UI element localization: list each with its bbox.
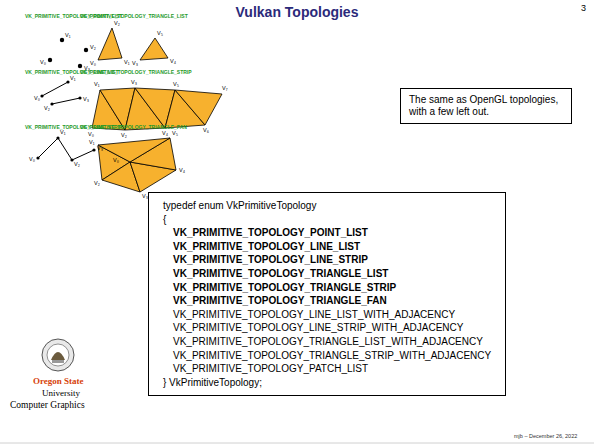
- logo-text: Computer Graphics: [10, 401, 85, 411]
- vertex-label: V₀: [113, 158, 119, 164]
- vertex-label: V₀: [40, 60, 46, 66]
- vertex-label: V₃: [142, 194, 148, 200]
- vertex-label: V₁: [124, 60, 130, 66]
- vertex-label: V₃: [83, 97, 89, 103]
- vertex-label: V₁: [94, 82, 100, 88]
- vertex-label: V₁: [60, 130, 66, 136]
- code-line: VK_PRIMITIVE_TOPOLOGY_POINT_LIST: [163, 226, 493, 240]
- vertex-label: V₃: [97, 146, 103, 152]
- vertex-label: V₂: [94, 181, 100, 187]
- footer-text: mjb – December 26, 2022: [514, 434, 577, 440]
- university-emblem: [42, 339, 74, 371]
- vertex-label: V₁: [65, 33, 71, 39]
- slide-number: 3: [581, 4, 586, 13]
- vertex-label: V₂: [121, 133, 127, 139]
- vertex-label: V₀: [34, 96, 40, 102]
- code-line: VK_PRIMITIVE_TOPOLOGY_LINE_STRIP: [163, 253, 493, 267]
- vertex-label: V₀: [90, 61, 96, 67]
- vertex-label: V₁: [89, 140, 95, 146]
- vertex-label: V₇: [222, 86, 228, 92]
- logo-text: Oregon State: [33, 377, 84, 386]
- vertex-label: V₃: [131, 80, 137, 86]
- vertex-label: V₄: [179, 168, 185, 174]
- topology-name: VK_PRIMITIVE_TOPOLOGY_TRIANGLE_LIST: [80, 14, 188, 19]
- code-line: } VkPrimitiveTopology;: [163, 376, 493, 390]
- code-line: VK_PRIMITIVE_TOPOLOGY_TRIANGLE_LIST_WITH…: [163, 335, 493, 349]
- note-text: The same as OpenGL topologies, with a fe…: [409, 94, 563, 118]
- vertex-label: V₅: [173, 82, 179, 88]
- vertex-label: V₂: [114, 21, 120, 27]
- code-line: VK_PRIMITIVE_TOPOLOGY_TRIANGLE_STRIP_WIT…: [163, 349, 493, 363]
- code-line: VK_PRIMITIVE_TOPOLOGY_LINE_LIST: [163, 240, 493, 254]
- code-line: VK_PRIMITIVE_TOPOLOGY_TRIANGLE_STRIP: [163, 281, 493, 295]
- logo-text: University: [42, 389, 80, 398]
- vertex-label: V₄: [170, 59, 176, 65]
- note-box: The same as OpenGL topologies, with a fe…: [400, 88, 572, 124]
- vertex-label: V₀: [88, 132, 94, 138]
- code-line: VK_PRIMITIVE_TOPOLOGY_LINE_LIST_WITH_ADJ…: [163, 308, 493, 322]
- code-line: VK_PRIMITIVE_TOPOLOGY_TRIANGLE_FAN: [163, 294, 493, 308]
- vertex-label: V₁: [70, 76, 76, 82]
- vertex-label: V₂: [74, 162, 80, 168]
- code-line: typedef enum VkPrimitiveTopology: [163, 199, 493, 213]
- vertex-label: V₃: [132, 61, 138, 67]
- vertex-label: V₅: [157, 31, 163, 37]
- topology-name: VK_PRIMITIVE_TOPOLOGY_TRIANGLE_STRIP: [80, 70, 192, 75]
- vertex-label: V₂: [44, 106, 50, 112]
- vertex-label: V₀: [29, 157, 35, 163]
- vertex-label: V₂: [90, 45, 96, 51]
- code-line: VK_PRIMITIVE_TOPOLOGY_LINE_STRIP_WITH_AD…: [163, 321, 493, 335]
- code-box: typedef enum VkPrimitiveTopology{VK_PRIM…: [148, 192, 506, 396]
- vertex-label: V₄: [162, 131, 168, 137]
- code-line: VK_PRIMITIVE_TOPOLOGY_PATCH_LIST: [163, 362, 493, 376]
- vertex-label: V₅: [172, 131, 178, 137]
- topology-name: VK_PRIMITIVE_TOPOLOGY_TRIANGLE_FAN: [80, 125, 187, 130]
- code-line: VK_PRIMITIVE_TOPOLOGY_TRIANGLE_LIST: [163, 267, 493, 281]
- vertex-label: V₆: [203, 128, 209, 134]
- code-line: {: [163, 213, 493, 227]
